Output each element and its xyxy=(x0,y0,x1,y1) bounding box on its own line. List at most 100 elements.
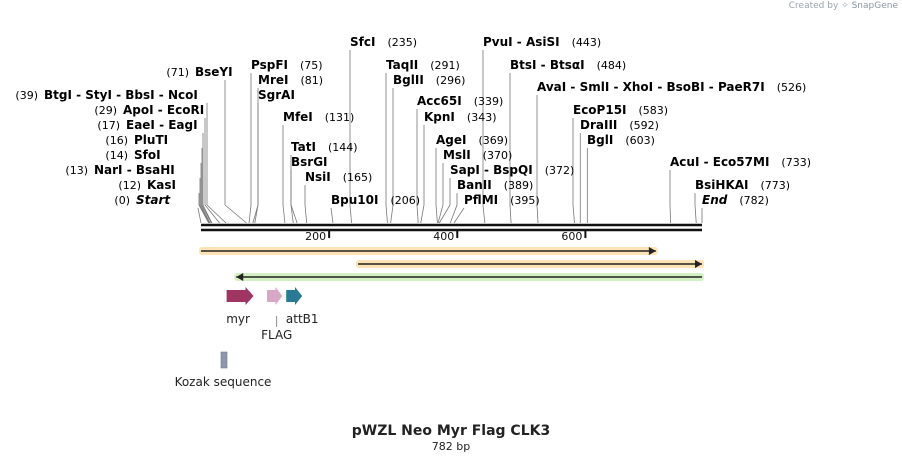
orf-track xyxy=(199,247,658,255)
site-enzyme-name: MreI xyxy=(258,73,288,87)
site-banii: BanII(389) xyxy=(449,178,533,224)
site-enzyme-name: EaeI - EagI xyxy=(126,118,198,132)
site-position: (17) xyxy=(97,119,120,132)
site-position: (131) xyxy=(325,111,355,124)
site-avai-smli-xhoi-bsobi-paer7i: AvaI - SmlI - XhoI - BsoBI - PaeR7I(526) xyxy=(536,80,807,224)
site-position: (343) xyxy=(467,111,497,124)
site-position: (372) xyxy=(545,164,575,177)
site-enzyme-name: AgeI xyxy=(436,133,466,147)
site-apoi-ecori: (29)ApoI - EcoRI xyxy=(94,103,220,224)
site-label: (12) xyxy=(118,179,141,192)
site-label: EcoP15I(583) xyxy=(573,103,668,117)
site-enzyme-name: BsiHKAI xyxy=(695,178,749,192)
site-label: PspFI(75) xyxy=(251,58,323,72)
site-leader-line xyxy=(390,88,394,224)
site-enzyme-name: SgrAI xyxy=(258,88,295,102)
site-taqii: TaqII(291) xyxy=(385,58,460,224)
site-position: (583) xyxy=(639,104,669,117)
site-position: (733) xyxy=(781,156,811,169)
site-label: TaqII(291) xyxy=(386,58,460,72)
site-label: Acc65I(339) xyxy=(417,94,503,108)
site-acc65i: Acc65I(339) xyxy=(416,94,503,224)
site-mfei: MfeI (131) xyxy=(282,110,354,224)
site-pspfi: PspFI(75) xyxy=(248,58,323,224)
orf-arrowhead xyxy=(695,260,702,268)
site-draiii: DraIII(592) xyxy=(579,118,659,223)
site-position: (144) xyxy=(328,141,358,154)
site-position: (526) xyxy=(777,81,807,94)
site-leader-line xyxy=(197,207,202,224)
site-enzyme-name: BanII xyxy=(457,178,492,192)
site-position: (339) xyxy=(474,95,504,108)
site-leader-line xyxy=(509,73,512,224)
orf-arrowhead xyxy=(236,273,244,281)
site-nari-bsahi: (13)NarI - BsaHI xyxy=(65,163,210,224)
feature-label: myr xyxy=(226,312,250,326)
site-enzyme-name: NsiI xyxy=(305,170,331,184)
site-label: BsiHKAI (773) xyxy=(695,178,790,192)
site-label: BsrGI xyxy=(291,155,328,169)
feature-arrow xyxy=(226,287,254,305)
site-enzyme-name: PspFI xyxy=(251,58,288,72)
feature-flag: FLAG xyxy=(261,287,292,342)
site-label: End(782) xyxy=(702,193,769,207)
site-enzyme-name: MfeI xyxy=(283,110,313,124)
site-position: (782) xyxy=(739,194,769,207)
site-leader-line xyxy=(204,118,220,224)
site-leader-line xyxy=(453,207,465,224)
site-leader-line xyxy=(198,193,210,224)
site-enzyme-name: PvuI - AsiSI xyxy=(483,35,560,49)
site-enzyme-name: PflMI xyxy=(464,193,498,207)
site-end: End(782) xyxy=(701,193,769,223)
created-by-text: Created by xyxy=(788,1,839,11)
site-enzyme-name: BtgI - StyI - BbsI - NcoI xyxy=(44,88,198,102)
site-enzyme-name: TaqII xyxy=(386,58,418,72)
snapgene-watermark: Created by ✧ SnapGene xyxy=(789,1,898,11)
site-enzyme-name: SapI - BspQI xyxy=(450,163,533,177)
site-pvui-asisi: PvuI - AsiSI (443) xyxy=(482,35,602,224)
site-kpni: KpnI(343) xyxy=(420,110,497,224)
feature-kozak-sequence: Kozak sequence xyxy=(175,351,271,389)
feature-box xyxy=(220,351,228,369)
ruler-tick-600: 600 xyxy=(561,230,587,243)
site-position: (0) xyxy=(114,194,130,207)
site-position: (773) xyxy=(761,179,791,192)
site-ecop15i: EcoP15I(583) xyxy=(572,103,668,224)
site-msli: MslI(370) xyxy=(437,148,512,224)
site-enzyme-name: Bpu10I xyxy=(331,193,378,207)
brand-name: SnapGene xyxy=(851,1,898,11)
site-label: SgrAI xyxy=(258,88,295,102)
site-position: (484) xyxy=(597,59,627,72)
site-leader-line xyxy=(437,163,444,224)
site-label: (14) xyxy=(105,149,128,162)
site-leader-line xyxy=(420,125,425,224)
site-pluti: (16)PluTI xyxy=(105,133,212,224)
site-label: (17) xyxy=(97,119,120,132)
site-leader-line xyxy=(206,103,227,224)
tick-label: 600 xyxy=(561,230,582,243)
site-label: SapI - BspQI (372) xyxy=(450,163,574,177)
site-label: KpnI(343) xyxy=(424,110,497,124)
site-position: (592) xyxy=(629,119,659,132)
site-label: MfeI (131) xyxy=(283,110,354,124)
site-leader-line xyxy=(385,73,388,224)
site-label: SfcI(235) xyxy=(350,35,417,49)
site-label: BglI(603) xyxy=(587,133,655,147)
orf-tracks xyxy=(199,247,704,281)
feature-label: FLAG xyxy=(261,328,292,342)
site-nsii: NsiI(165) xyxy=(304,170,372,224)
site-position: (369) xyxy=(478,134,508,147)
site-enzyme-name: BsrGI xyxy=(291,155,328,169)
site-enzyme-name: BglI xyxy=(587,133,613,147)
plasmid-name: pWZL Neo Myr Flag CLK3 xyxy=(351,423,551,439)
site-position: (13) xyxy=(65,164,88,177)
site-label: MslI(370) xyxy=(443,148,512,162)
site-position: (39) xyxy=(15,89,38,102)
site-leader-line xyxy=(694,193,697,224)
site-sgrai: SgrAI xyxy=(254,88,295,224)
site-position: (443) xyxy=(572,36,602,49)
site-agei: AgeI (369) xyxy=(435,133,508,224)
site-leader-line xyxy=(330,207,334,224)
